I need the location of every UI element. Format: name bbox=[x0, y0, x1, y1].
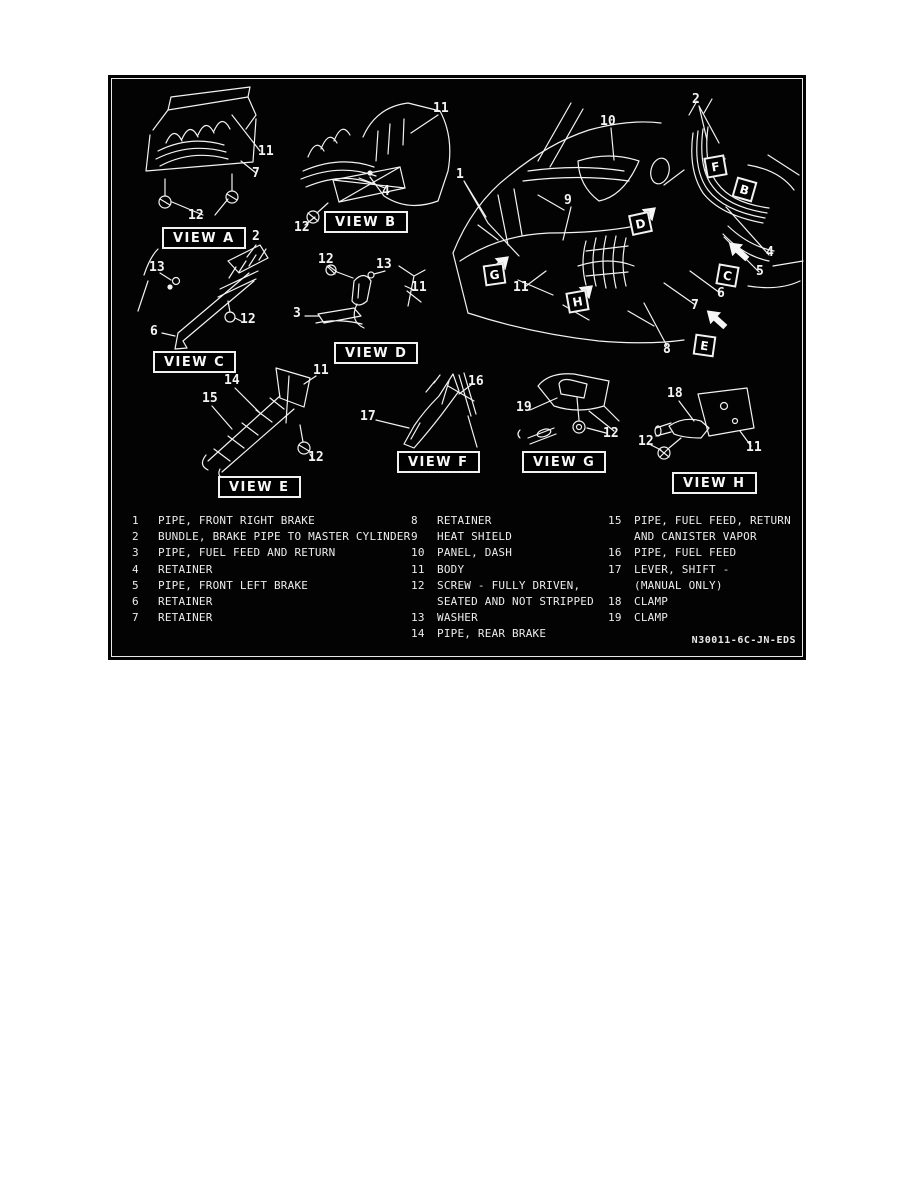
callout-number: 5 bbox=[756, 264, 764, 279]
callout-number: 13 bbox=[376, 257, 392, 272]
callout-number: 4 bbox=[766, 245, 774, 260]
view-marker-f: F bbox=[703, 154, 728, 179]
callout-number: 13 bbox=[149, 260, 165, 275]
callout-number: 11 bbox=[433, 101, 449, 116]
view-c-label: VIEW C bbox=[153, 351, 237, 373]
view-f-label: VIEW F bbox=[397, 451, 480, 473]
view-b-sketch bbox=[300, 102, 451, 226]
view-e-sketch bbox=[201, 367, 317, 480]
callout-number: 11 bbox=[411, 280, 427, 295]
view-d-label: VIEW D bbox=[334, 342, 419, 364]
callout-number: 12 bbox=[294, 220, 310, 235]
callout-number: 7 bbox=[691, 298, 699, 313]
view-marker-d: D bbox=[628, 211, 653, 236]
view-a-label: VIEW A bbox=[162, 227, 246, 249]
figure-panel: 11 7 12 11 4 12 13 2 6 12 12 13 11 3 14 … bbox=[108, 75, 806, 660]
figure-line-art bbox=[137, 86, 804, 480]
callout-number: 11 bbox=[258, 144, 274, 159]
view-marker-h: H bbox=[565, 289, 590, 314]
view-e-label: VIEW E bbox=[218, 476, 301, 498]
view-a-sketch bbox=[145, 86, 261, 216]
callout-number: 11 bbox=[746, 440, 762, 455]
view-f-sketch bbox=[375, 372, 478, 449]
callout-number: 9 bbox=[564, 193, 572, 208]
callout-number: 12 bbox=[308, 450, 324, 465]
callout-number: 10 bbox=[600, 114, 616, 129]
callout-number: 1 bbox=[456, 167, 464, 182]
callout-number: 6 bbox=[717, 286, 725, 301]
callout-number: 8 bbox=[663, 342, 671, 357]
view-h-sketch bbox=[650, 387, 755, 460]
view-direction-arrows bbox=[488, 154, 755, 330]
callout-number: 12 bbox=[318, 252, 334, 267]
callout-number: 16 bbox=[468, 374, 484, 389]
callout-number: 17 bbox=[360, 409, 376, 424]
callout-number: 12 bbox=[188, 208, 204, 223]
callout-number: 11 bbox=[513, 280, 529, 295]
view-c-sketch bbox=[137, 244, 269, 350]
callout-number: 2 bbox=[692, 92, 700, 107]
callout-number: 6 bbox=[150, 324, 158, 339]
view-d-sketch bbox=[304, 264, 426, 329]
callout-number: 12 bbox=[240, 312, 256, 327]
view-marker-g: G bbox=[482, 262, 507, 287]
view-g-sketch bbox=[517, 373, 620, 445]
callout-number: 11 bbox=[313, 363, 329, 378]
view-marker-c: C bbox=[715, 263, 740, 288]
view-g-label: VIEW G bbox=[522, 451, 607, 473]
view-h-label: VIEW H bbox=[672, 472, 757, 494]
callout-number: 4 bbox=[382, 184, 390, 199]
view-b-label: VIEW B bbox=[324, 211, 408, 233]
callout-number: 18 bbox=[667, 386, 683, 401]
callout-number: 7 bbox=[252, 166, 260, 181]
drawing-code: N30011-6C-JN-EDS bbox=[691, 635, 796, 646]
callout-number: 2 bbox=[252, 229, 260, 244]
callout-number: 19 bbox=[516, 400, 532, 415]
callout-number: 12 bbox=[638, 434, 654, 449]
callout-number: 3 bbox=[293, 306, 301, 321]
callout-number: 15 bbox=[202, 391, 218, 406]
callout-number: 14 bbox=[224, 373, 240, 388]
main-view-sketch bbox=[452, 98, 804, 347]
view-marker-e: E bbox=[692, 333, 717, 358]
callout-number: 12 bbox=[603, 426, 619, 441]
